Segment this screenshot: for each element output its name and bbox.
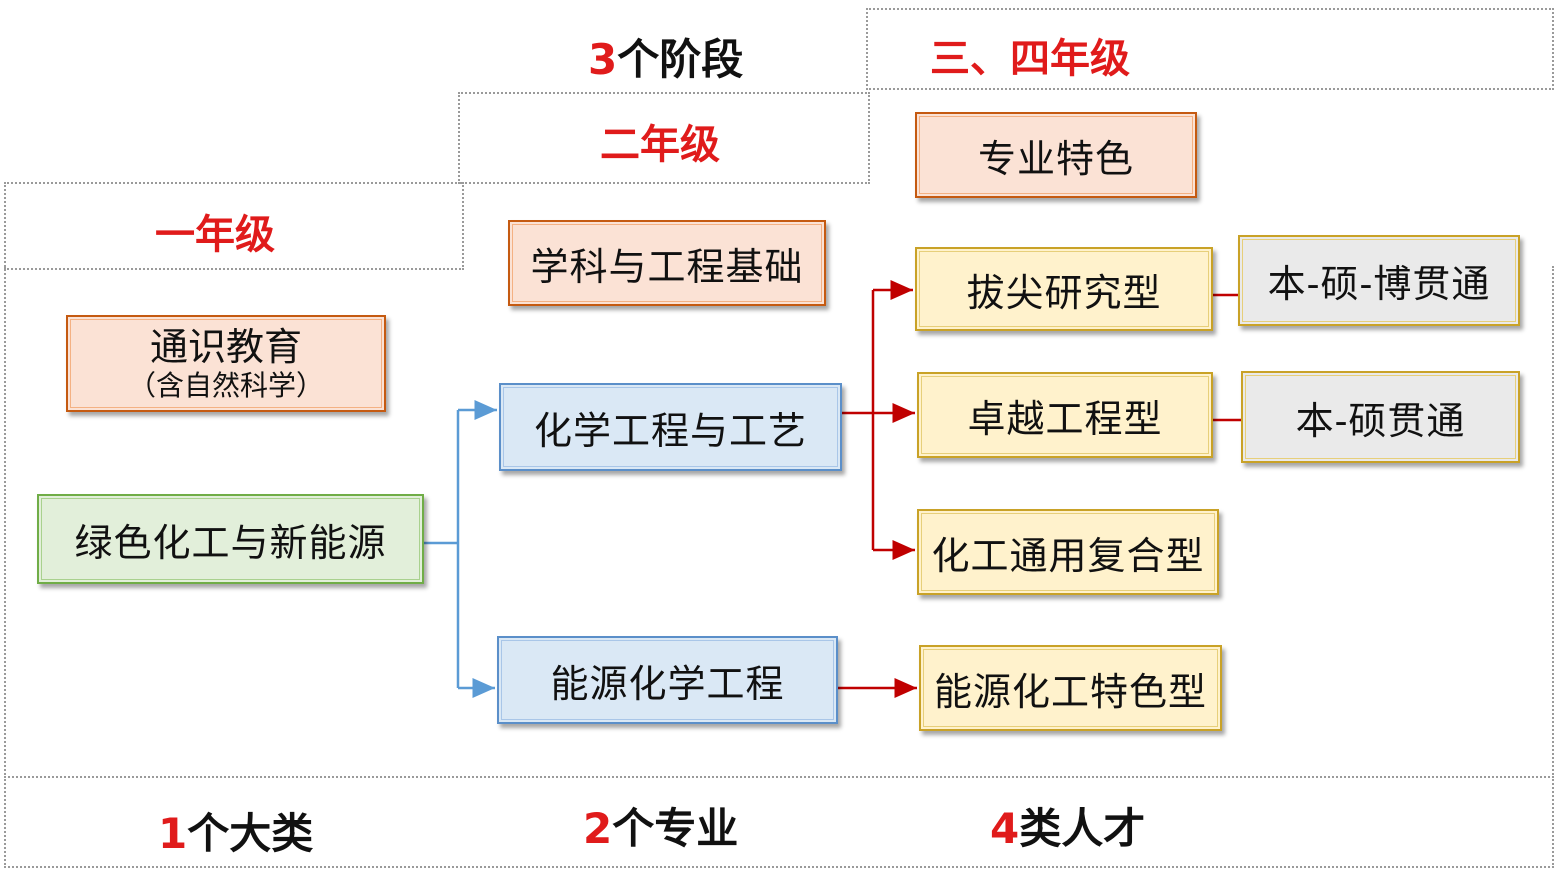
talent-energy-box: 能源化工特色型 — [919, 645, 1222, 731]
path-bachelor-master-phd-box: 本-硕-博贯通 — [1238, 235, 1520, 326]
category-box: 绿色化工与新能源 — [37, 494, 424, 584]
path-bachelor-master-phd-label: 本-硕-博贯通 — [1267, 262, 1491, 306]
major1-to-talents-arrows — [842, 280, 915, 560]
stages-title: 3个阶段 — [588, 35, 744, 84]
summary-talents: 4类人才 — [990, 804, 1146, 853]
stage-region-year34 — [866, 8, 1554, 90]
talent-general-label: 化工通用复合型 — [931, 533, 1205, 578]
specialty-feature-box: 专业特色 — [915, 112, 1197, 198]
stage-region-year1 — [4, 182, 464, 270]
major-energy-chem-label: 能源化学工程 — [550, 661, 785, 706]
general-education-box: 通识教育 （含自然科学） — [66, 315, 386, 412]
talent-research-label: 拔尖研究型 — [966, 270, 1162, 315]
stage-label-year2: 二年级 — [600, 122, 720, 168]
category-to-majors-arrows — [424, 400, 497, 698]
category-label: 绿色化工与新能源 — [74, 520, 387, 565]
discipline-foundation-box: 学科与工程基础 — [508, 220, 826, 306]
summary-region — [4, 776, 1554, 868]
general-education-sublabel: （含自然科学） — [127, 368, 324, 402]
stage-label-year1: 一年级 — [155, 212, 275, 258]
talent-research-box: 拔尖研究型 — [915, 247, 1213, 331]
path-bachelor-master-label: 本-硕贯通 — [1295, 398, 1466, 443]
summary-majors: 2个专业 — [583, 804, 739, 853]
talent-engineering-box: 卓越工程型 — [917, 372, 1213, 458]
stage-label-year34: 三、四年级 — [930, 36, 1130, 82]
discipline-foundation-label: 学科与工程基础 — [530, 244, 804, 289]
major-chem-eng-label: 化学工程与工艺 — [533, 408, 807, 453]
major-chem-eng-box: 化学工程与工艺 — [499, 383, 842, 471]
talent-energy-label: 能源化工特色型 — [933, 669, 1207, 714]
specialty-feature-label: 专业特色 — [977, 136, 1134, 181]
stage-region-year2 — [458, 92, 870, 184]
talent-engineering-label: 卓越工程型 — [967, 396, 1163, 441]
talent-general-box: 化工通用复合型 — [917, 509, 1219, 595]
major-energy-chem-box: 能源化学工程 — [497, 636, 838, 724]
talent-to-path-lines — [1213, 293, 1243, 422]
general-education-label: 通识教育 — [149, 324, 302, 369]
summary-categories: 1个大类 — [158, 809, 314, 858]
path-bachelor-master-box: 本-硕贯通 — [1241, 371, 1520, 463]
